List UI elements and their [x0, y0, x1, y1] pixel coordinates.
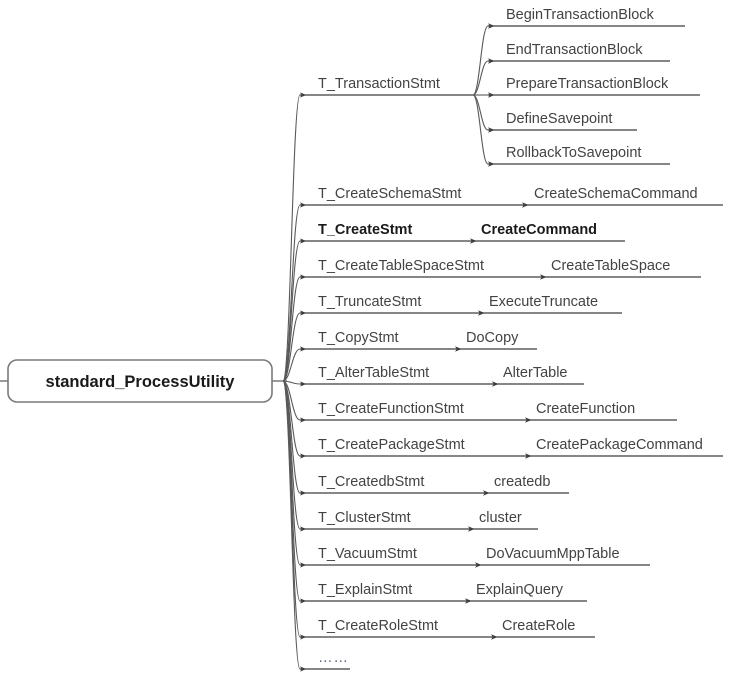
- rail-start-arrow: [300, 381, 307, 387]
- branch-connector: [282, 380, 301, 670]
- child-arrow: [478, 310, 485, 316]
- node-label-level2: ExplainQuery: [476, 582, 564, 598]
- branch-connector: [472, 94, 489, 165]
- ellipsis-label: ……: [318, 650, 349, 666]
- root-node-box[interactable]: [7, 359, 273, 403]
- node-label-level2: DoCopy: [466, 330, 519, 346]
- child-arrow: [491, 634, 498, 640]
- child-arrow: [470, 238, 477, 244]
- node-label-level1: T_TruncateStmt: [318, 294, 421, 310]
- child-arrow: [488, 92, 495, 98]
- child-arrow: [522, 202, 529, 208]
- node-label-level1: T_ExplainStmt: [318, 582, 412, 598]
- rail-start-arrow: [300, 453, 307, 459]
- node-label-level2: CreatePackageCommand: [536, 437, 703, 453]
- rail-start-arrow: [300, 526, 307, 532]
- child-arrow: [525, 417, 532, 423]
- branch-connector: [282, 94, 301, 382]
- node-label-level2: CreateRole: [502, 618, 575, 634]
- branch-connector: [472, 94, 489, 131]
- node-label-level1: T_CreatePackageStmt: [318, 437, 465, 453]
- node-label-level1: T_CreateRoleStmt: [318, 618, 438, 634]
- node-label-level1: T_CreatedbStmt: [318, 474, 424, 490]
- node-label-level1: T_CreateStmt: [318, 222, 412, 238]
- child-arrow: [540, 274, 547, 280]
- rail-start-arrow: [300, 634, 307, 640]
- node-label-level1: T_CreateFunctionStmt: [318, 401, 464, 417]
- node-label-level1: T_VacuumStmt: [318, 546, 417, 562]
- node-label-level2: AlterTable: [503, 365, 567, 381]
- rail-start-arrow: [300, 598, 307, 604]
- child-arrow: [483, 490, 490, 496]
- child-arrow: [525, 453, 532, 459]
- branch-connector: [472, 25, 489, 96]
- node-label-level2: EndTransactionBlock: [506, 42, 643, 58]
- child-arrow: [488, 23, 495, 29]
- branch-connector: [282, 240, 301, 382]
- child-arrow: [488, 127, 495, 133]
- rail-start-arrow: [300, 92, 307, 98]
- node-label-level1: T_ClusterStmt: [318, 510, 411, 526]
- rail-start-arrow: [300, 346, 307, 352]
- child-arrow: [492, 381, 499, 387]
- rail-start-arrow: [300, 274, 307, 280]
- branch-connectors: [282, 25, 489, 670]
- node-label-level2: PrepareTransactionBlock: [506, 76, 669, 92]
- node-label-level2: DefineSavepoint: [506, 111, 612, 127]
- node-label-level1: T_TransactionStmt: [318, 76, 440, 92]
- rail-start-arrow: [300, 238, 307, 244]
- child-arrow: [455, 346, 462, 352]
- node-label-level2: BeginTransactionBlock: [506, 7, 655, 23]
- node-label-level2: cluster: [479, 510, 522, 526]
- branch-connector: [282, 380, 301, 602]
- root-node-label: standard_ProcessUtility: [46, 373, 236, 391]
- child-arrow: [475, 562, 482, 568]
- node-label-level1: T_CreateSchemaStmt: [318, 186, 461, 202]
- node-labels: T_TransactionStmt BeginTransactionBlockEn…: [318, 7, 703, 666]
- rail-start-arrow: [300, 417, 307, 423]
- root-node[interactable]: standard_ProcessUtility: [7, 359, 273, 403]
- rail-start-arrow: [300, 202, 307, 208]
- node-label-level1: T_CopyStmt: [318, 330, 399, 346]
- child-arrow: [488, 58, 495, 64]
- node-label-level1: T_AlterTableStmt: [318, 365, 429, 381]
- node-label-level2: CreateCommand: [481, 222, 597, 238]
- child-arrow: [468, 526, 475, 532]
- rail-start-arrow: [300, 666, 307, 672]
- rail-start-arrow: [300, 310, 307, 316]
- node-label-level2: createdb: [494, 474, 550, 490]
- rail-start-arrow: [300, 490, 307, 496]
- branch-connector: [282, 348, 301, 382]
- node-label-level2: CreateSchemaCommand: [534, 186, 698, 202]
- child-arrow: [465, 598, 472, 604]
- child-arrow: [488, 161, 495, 167]
- rail-start-arrow: [300, 562, 307, 568]
- node-label-level1: T_CreateTableSpaceStmt: [318, 258, 484, 274]
- node-label-level2: CreateFunction: [536, 401, 635, 417]
- branch-connector: [472, 60, 489, 96]
- node-label-level2: CreateTableSpace: [551, 258, 670, 274]
- node-label-level2: ExecuteTruncate: [489, 294, 598, 310]
- node-label-level2: RollbackToSavepoint: [506, 145, 641, 161]
- node-label-level2: DoVacuumMppTable: [486, 546, 620, 562]
- row-rails: [300, 23, 723, 672]
